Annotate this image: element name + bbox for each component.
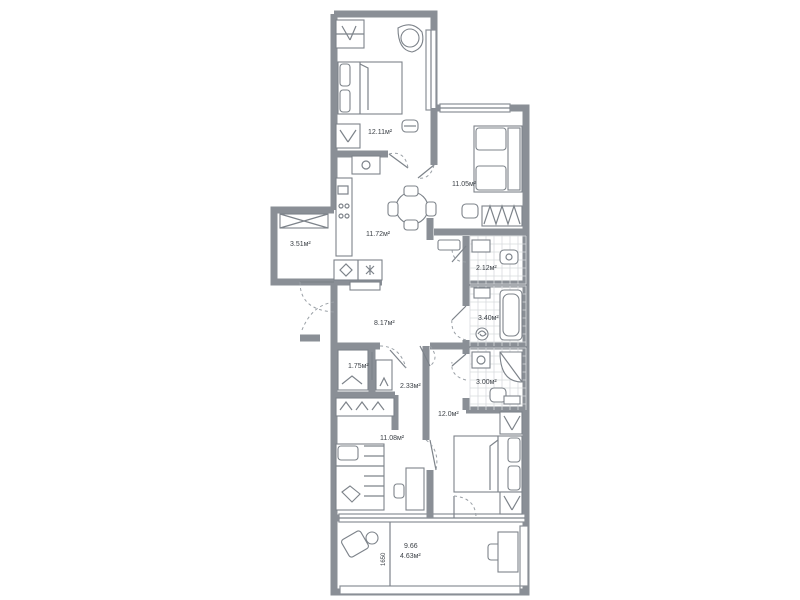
label-dimension: 1650 bbox=[381, 552, 387, 566]
storage-left-furniture bbox=[279, 213, 329, 229]
bedroom-left-furniture bbox=[335, 397, 425, 511]
label-kitchen: 11.72м² bbox=[366, 231, 391, 238]
label-closet: 1.75м² bbox=[348, 363, 369, 370]
label-hall: 8.17м² bbox=[374, 320, 395, 327]
label-corridor: 2.33м² bbox=[400, 383, 421, 390]
label-living: 11.05м² bbox=[452, 181, 477, 188]
bedroom-right-furniture bbox=[453, 411, 523, 515]
balcony-furniture bbox=[341, 522, 519, 586]
label-balcony-full: 9.66 bbox=[404, 543, 418, 550]
label-shower-room: 3.00м² bbox=[476, 379, 497, 386]
label-balcony-reduced: 4.63м² bbox=[400, 553, 421, 560]
label-bedroom-top: 12.11м² bbox=[368, 129, 393, 136]
bathroom-furniture bbox=[473, 287, 523, 341]
label-bedroom-left: 11.08м² bbox=[380, 435, 405, 442]
room-labels: 12.11м² 11.05м² 11.72м² 3.51м² 2.12м² 8.… bbox=[290, 129, 499, 566]
label-bedroom-right: 12.0м² bbox=[438, 411, 459, 418]
shower-room-furniture bbox=[471, 351, 523, 405]
bathroom-small-furniture bbox=[471, 239, 519, 265]
closet-furniture bbox=[337, 349, 393, 391]
kitchen-furniture bbox=[333, 155, 437, 291]
label-bathroom: 3.40м² bbox=[478, 315, 499, 322]
bedroom-top-furniture bbox=[335, 19, 424, 149]
living-furniture bbox=[437, 125, 523, 251]
label-storage-left: 3.51м² bbox=[290, 241, 311, 248]
label-bathroom-small: 2.12м² bbox=[476, 265, 497, 272]
